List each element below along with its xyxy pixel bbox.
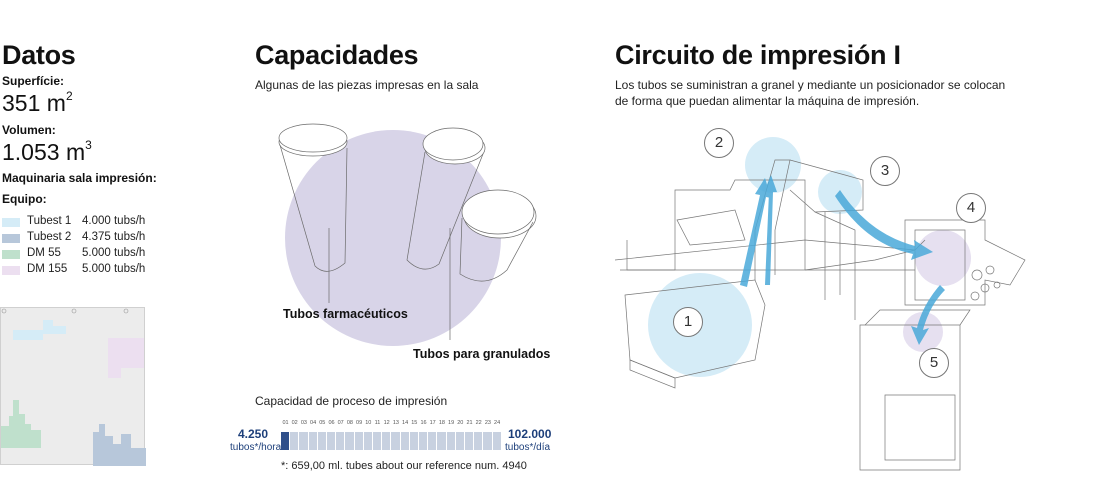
hour-cell <box>345 432 354 450</box>
step-1-marker: 1 <box>673 307 703 337</box>
legend-rate: 5.000 tubs/h <box>82 263 146 275</box>
maquinaria-label: Maquinaria sala impresión: <box>2 171 157 185</box>
rate-day-unit: tubos*/día <box>505 442 551 453</box>
hour-label: 04 <box>310 420 317 426</box>
circuito-description-2: de forma que puedan alimentar la máquina… <box>615 94 920 108</box>
hour-cell <box>437 432 446 450</box>
hour-label: 06 <box>328 420 335 426</box>
hour-label: 17 <box>429 420 436 426</box>
printing-circuit-illustration <box>615 137 1026 471</box>
hour-cell <box>317 432 327 450</box>
hour-cell <box>455 432 465 450</box>
rate-hour-value: 4.250 <box>238 427 269 441</box>
hour-cell <box>428 432 437 450</box>
hour-cell <box>409 432 419 450</box>
hour-cell <box>327 432 336 450</box>
legend-name: Tubest 2 <box>27 231 72 243</box>
legend-name: Tubest 1 <box>27 215 72 227</box>
footnote: *: 659,00 ml. tubes about our reference … <box>281 460 527 472</box>
hour-label: 21 <box>466 420 473 426</box>
step-3-marker: 3 <box>870 156 900 186</box>
floor-plan <box>0 307 146 466</box>
step-2-marker: 2 <box>704 128 734 158</box>
hour-label: 11 <box>374 420 381 426</box>
hour-label: 09 <box>356 420 363 426</box>
hour-cell <box>400 432 409 450</box>
hour-cell <box>465 432 474 450</box>
volumen-value: 1.053 m3 <box>2 138 92 165</box>
superficie-label: Superfície: <box>2 74 65 88</box>
hour-cell <box>483 432 492 450</box>
hour-cell <box>419 432 428 450</box>
legend-item-dm-155: DM 155 5.000 tubs/h <box>2 262 172 278</box>
legend-swatch <box>2 266 20 275</box>
hour-label: 10 <box>365 420 372 426</box>
hour-label: 19 <box>448 420 455 426</box>
hour-cells <box>281 432 503 450</box>
hour-label: 22 <box>475 420 482 426</box>
legend-item-tubest-1: Tubest 1 4.000 tubs/h <box>2 214 172 230</box>
hour-label: 16 <box>420 420 427 426</box>
legend-item-tubest-2: Tubest 2 4.375 tubs/h <box>2 230 172 246</box>
circuito-description-1: Los tubos se suministran a granel y medi… <box>615 78 1006 92</box>
printed-tubes-illustration <box>278 123 537 346</box>
hour-cell <box>446 432 455 450</box>
legend-rate: 4.375 tubs/h <box>82 231 146 243</box>
legend-item-dm-55: DM 55 5.000 tubs/h <box>2 246 172 262</box>
label-tubos-farmaceuticos: Tubos farmacéuticos <box>283 307 408 321</box>
hour-cell <box>336 432 345 450</box>
hour-label: 03 <box>300 420 307 426</box>
proceso-title: Capacidad de proceso de impresión <box>255 394 448 408</box>
legend-rate: 4.000 tubs/h <box>82 215 146 227</box>
hour-label: 08 <box>346 420 353 426</box>
superficie-value: 351 m2 <box>2 89 73 116</box>
rate-day-value: 102.000 <box>508 427 552 441</box>
legend-swatch <box>2 250 20 259</box>
hour-cell <box>354 432 363 450</box>
hour-label: 15 <box>411 420 418 426</box>
flow-arrows <box>740 175 945 345</box>
datos-title: Datos <box>2 40 76 70</box>
hour-cell <box>290 432 299 450</box>
legend-swatch <box>2 234 20 243</box>
legend-name: DM 155 <box>27 263 68 275</box>
hour-cell <box>281 432 290 450</box>
legend-name: DM 55 <box>27 247 61 259</box>
hour-label: 02 <box>291 420 298 426</box>
hour-cell <box>474 432 483 450</box>
volumen-label: Volumen: <box>2 123 56 137</box>
label-tubos-granulados: Tubos para granulados <box>413 347 551 361</box>
capacidades-title: Capacidades <box>255 40 419 70</box>
hour-label: 07 <box>337 420 344 426</box>
hour-cell <box>373 432 382 450</box>
circuito-title: Circuito de impresión I <box>615 40 901 70</box>
hour-label: 05 <box>319 420 326 426</box>
legend-swatch <box>2 218 20 227</box>
hour-label: 24 <box>494 420 501 426</box>
legend-rate: 5.000 tubs/h <box>82 247 146 259</box>
equipo-label: Equipo: <box>2 192 47 206</box>
hour-label: 23 <box>484 420 491 426</box>
rate-hour-unit: tubos*/hora <box>230 442 282 453</box>
floor-plan-drawing <box>1 308 146 466</box>
hour-label: 01 <box>282 420 289 426</box>
hour-label: 14 <box>402 420 409 426</box>
hour-cell <box>492 432 501 450</box>
hour-cell <box>382 432 391 450</box>
hour-label: 18 <box>438 420 445 426</box>
step-4-marker: 4 <box>956 193 986 223</box>
hour-label: 13 <box>392 420 399 426</box>
hour-cell <box>391 432 400 450</box>
capacidades-subtitle: Algunas de las piezas impresas en la sal… <box>255 78 479 92</box>
hour-label: 12 <box>383 420 390 426</box>
highlight-bubbles <box>648 137 971 377</box>
hour-cell <box>299 432 308 450</box>
hour-cell <box>363 432 373 450</box>
step-5-marker: 5 <box>919 348 949 378</box>
hour-label: 20 <box>457 420 464 426</box>
hour-cell <box>308 432 317 450</box>
equipment-legend: Tubest 1 4.000 tubs/h Tubest 2 4.375 tub… <box>2 214 172 278</box>
capacity-circle <box>285 130 501 346</box>
